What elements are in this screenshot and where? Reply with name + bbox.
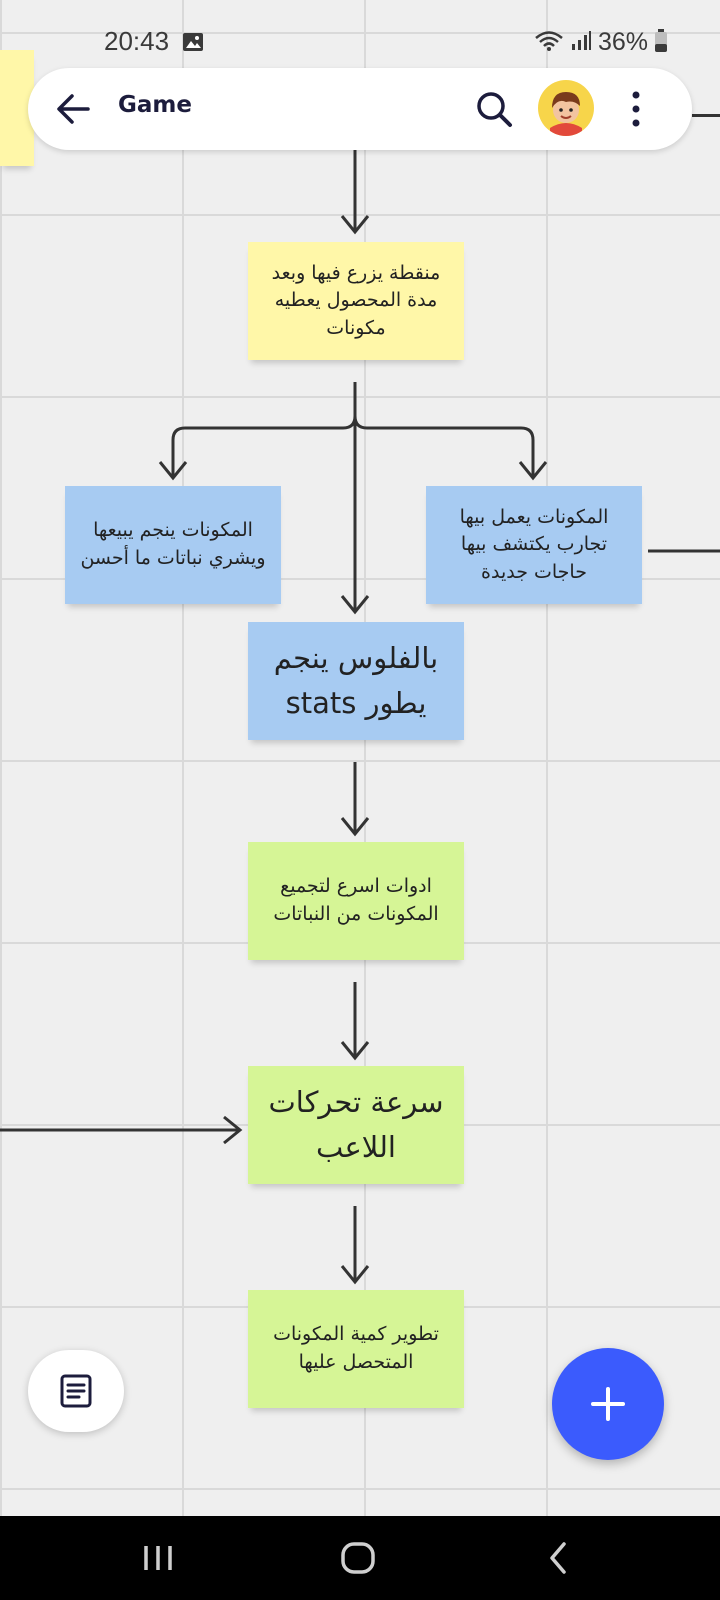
battery-percentage: 36% [597,28,648,56]
more-vertical-icon[interactable] [626,87,646,131]
back-icon[interactable] [544,1538,574,1582]
status-indicators: 36% [534,28,668,57]
sticky-note-ingredient-amount[interactable]: تطوير كمية المكونات المتحصل عليها [248,1290,464,1408]
sticky-note-farm-area[interactable]: منقطة يزرع فيها وبعد مدة المحصول يعطيه م… [248,242,464,360]
back-arrow-icon[interactable] [52,87,96,131]
gallery-icon [182,32,204,56]
arrowhead [223,1115,243,1145]
arrowhead [518,461,548,481]
arrowhead [158,461,188,481]
connector-branch-right [353,415,535,478]
status-bar: 20:43 36% [0,0,720,70]
arrowhead [340,1041,370,1061]
search-icon[interactable] [472,87,516,131]
wifi-icon [534,30,564,56]
add-button[interactable] [552,1348,664,1460]
sticky-note-player-speed[interactable]: سرعة تحركات اللاعب [248,1066,464,1184]
document-button[interactable] [28,1350,124,1432]
avatar[interactable] [538,80,594,136]
arrowhead [340,215,370,235]
recent-apps-icon[interactable] [140,1538,176,1582]
sticky-note-experiment-ingredients[interactable]: المكونات يعمل بيها تجارب يكتشف بيها حاجا… [426,486,642,604]
arrowhead [340,595,370,615]
sticky-note-faster-tools[interactable]: ادوات اسرع لتجميع المكونات من النباتات [248,842,464,960]
arrowhead [340,1265,370,1285]
board-title[interactable]: Game [118,92,192,118]
flow-connectors [0,150,720,1285]
arrowhead [340,817,370,837]
sticky-note-sell-ingredients[interactable]: المكونات ينجم يبيعها ويشري نباتات ما أحس… [65,486,281,604]
top-app-bar: Game [28,68,692,150]
connector-header-right [692,114,720,117]
sticky-note-money-stats[interactable]: بالفلوس ينجم يطور stats [248,622,464,740]
battery-icon [654,28,668,57]
home-icon[interactable] [338,1538,378,1582]
signal-icon [570,30,592,56]
system-navigation-bar [0,1516,720,1600]
status-time: 20:43 [104,26,170,56]
connector-branch-left [171,382,357,478]
